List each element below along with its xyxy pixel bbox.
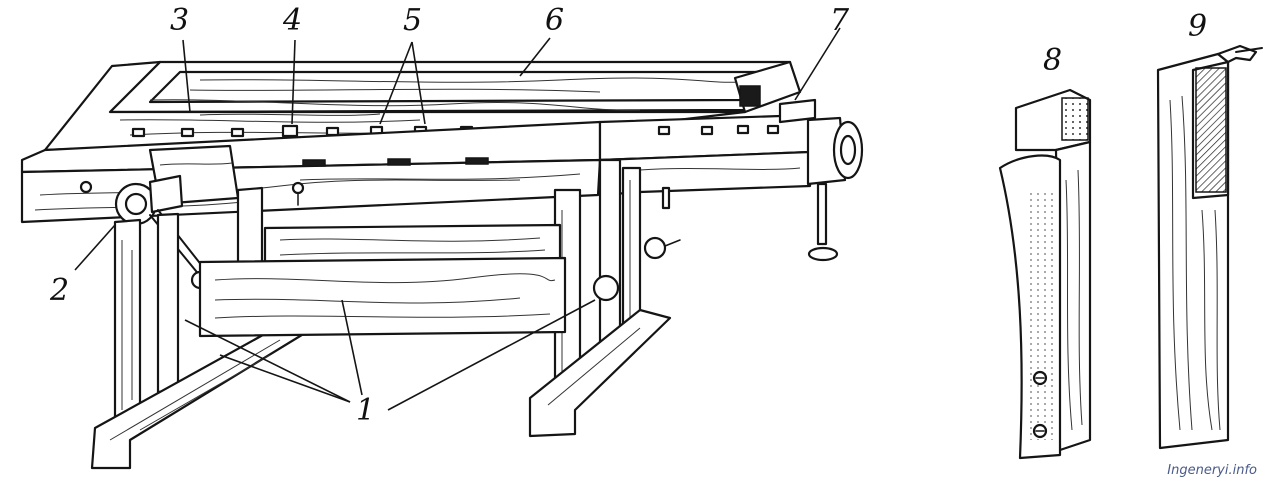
label-8: 8 [1043,43,1062,78]
callout-labels: 3 4 5 6 7 2 1 8 9 [49,3,1207,428]
tool-tray-frame [108,60,802,114]
front-vice [114,144,240,290]
label-7: 7 [830,3,850,38]
label-5: 5 [403,3,422,38]
label-4: 4 [282,3,302,38]
part-9-bench-stop [1156,44,1263,450]
label-1: 1 [356,393,375,428]
label-6: 6 [545,3,564,38]
label-3: 3 [170,3,189,38]
label-2: 2 [49,273,69,308]
part-8-clamp [998,88,1092,460]
stretchers [198,223,567,338]
right-legs [291,158,681,438]
end-vice [598,98,864,262]
leader-lines [74,27,841,411]
workbench [20,60,864,470]
watermark: Ingeneryi.info [1167,463,1257,478]
label-9: 9 [1188,9,1207,44]
